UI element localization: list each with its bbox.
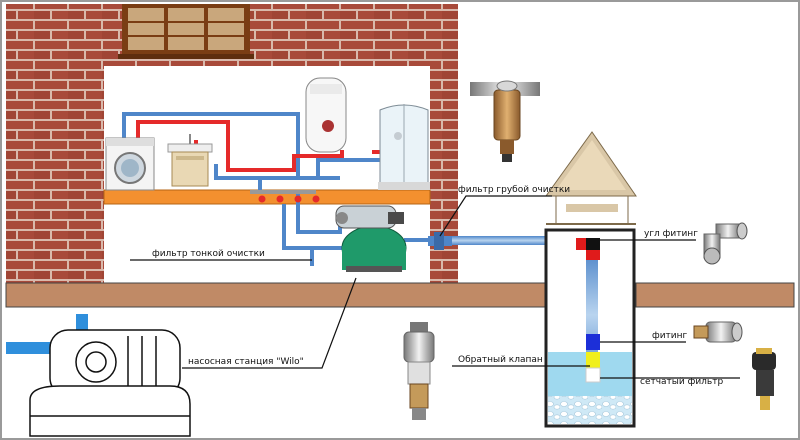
- label-coarse-filter: фильтр грубой очистки: [458, 185, 570, 195]
- mesh-filter-icon: [752, 348, 776, 410]
- label-fine-filter: фильтр тонкой очистки: [152, 249, 265, 259]
- label-fitting: фитинг: [652, 331, 688, 341]
- label-mesh-filter: сетчатый фильтр: [640, 377, 723, 387]
- coarse-filter-inline-icon: [428, 232, 452, 250]
- ground: [5, 282, 795, 308]
- washing-machine-icon: [105, 137, 155, 191]
- inlet-pipe: [452, 236, 548, 245]
- angle-fitting-icon: [703, 222, 748, 265]
- window-icon: [118, 4, 254, 59]
- manifold: [250, 190, 320, 203]
- leader-lines: [130, 195, 740, 379]
- large-pump-icon: [6, 314, 191, 437]
- well: [544, 228, 636, 428]
- pump-station-icon: [335, 205, 407, 272]
- sink-icon: [167, 134, 213, 187]
- coarse-filter-icon: [470, 80, 540, 162]
- check-valve-icon: [403, 322, 435, 420]
- well-fittings: [576, 238, 601, 383]
- label-pump-station: насосная станция "Wilo": [188, 357, 304, 367]
- straight-fitting-icon: [693, 321, 743, 343]
- label-check-valve: Обратный клапан: [458, 355, 543, 365]
- house-icon: [545, 131, 637, 225]
- shower-cabin-icon: [378, 104, 430, 190]
- label-angle-fitting: угл фитинг: [644, 229, 698, 239]
- water-heater-icon: [305, 77, 347, 153]
